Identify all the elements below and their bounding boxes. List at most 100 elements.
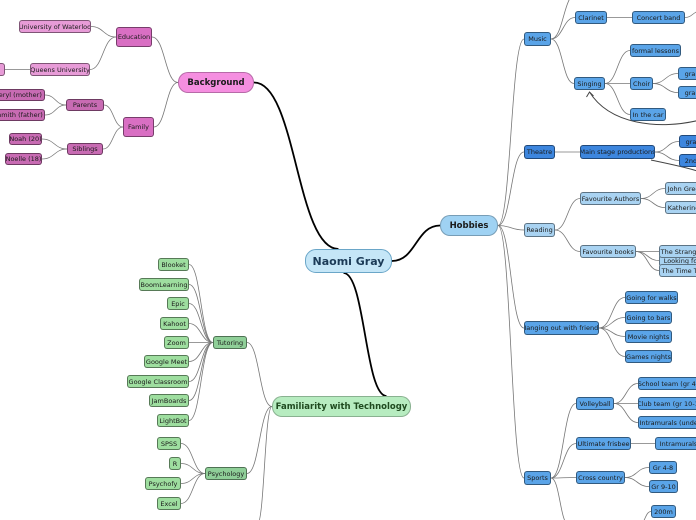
connector-topic-familiarity-with-technology [343,272,387,397]
item-choir-grade-1[interactable]: gra [678,67,696,80]
connector-item-noelle [41,148,68,160]
sport-volleyball[interactable]: Volleyball [576,397,614,410]
connector-instrument-singing [550,38,575,84]
author-1[interactable]: John Gree [665,182,696,195]
volleyball-school-team[interactable]: School team (gr 4-1 [638,377,696,390]
subtopic-siblings[interactable]: Siblings [67,143,103,155]
tool-google-classroom[interactable]: Google Classroom [127,375,189,388]
tool-epic[interactable]: Epic [167,297,189,310]
topic-familiarity-with-technology[interactable]: Familiarity with Technology [272,396,411,417]
item-concert-band[interactable]: Concert band [632,11,685,24]
connector-sport-cross-country [550,477,577,479]
connector-cross-country-gr-4-8 [624,467,650,478]
category-reading[interactable]: Reading [524,223,555,237]
item-choir[interactable]: Choir [630,77,653,90]
frisbee-intramurals[interactable]: Intramurals [655,437,696,450]
item-queens-university[interactable]: Queens University [30,63,90,76]
tool-blooket[interactable]: Blooket [158,258,189,271]
item-noah[interactable]: Noah (20) [9,133,42,145]
connector-item-choir-grade-1 [652,73,679,84]
connector-item-main-stage-2nd [654,151,680,161]
connector-item-favourite-authors [554,198,581,231]
connector-tool-google-classroom [188,342,214,382]
tool-spss[interactable]: SPSS [157,437,181,450]
connector-subtopic-tutoring [246,342,273,407]
sport-ultimate-frisbee[interactable]: Ultimate frisbee [576,437,631,450]
topic-hobbies[interactable]: Hobbies [440,215,498,236]
tool-zoom[interactable]: Zoom [164,336,189,349]
volleyball-intramurals[interactable]: Intramurals (under [638,416,696,429]
item-choir-grade-2[interactable]: gra [678,86,696,99]
item-cheryl-mother[interactable]: Cheryl (mother) [0,89,45,101]
author-2[interactable]: Katherine [665,201,696,214]
connector-sport-ultimate-frisbee [550,443,577,479]
item-games-nights[interactable]: Games nights [625,350,672,363]
relationship-arrow-singing [589,91,696,126]
connector-category-reading [497,225,525,231]
sport-distance-200m[interactable]: 200m [651,505,676,518]
cross-country-gr-9-10[interactable]: Gr 9-10 [649,480,678,493]
sport-cross-country[interactable]: Cross country [576,471,625,484]
root-node[interactable]: Naomi Gray [305,249,392,273]
connector-instrument-clarinet [550,17,576,40]
connector-item-cheryl-mother [44,94,67,106]
subtopic-parents[interactable]: Parents [66,99,104,111]
tool-lightbot[interactable]: LightBot [157,414,189,427]
item-kenmith-father[interactable]: Kenmith (father) [0,109,45,121]
tool-psychofy[interactable]: Psychofy [145,477,181,490]
connector-subtopic-parents [103,104,124,128]
item-education-offscreen[interactable] [0,63,5,76]
item-movie-nights[interactable]: Movie nights [625,330,672,343]
item-formal-lessons[interactable]: formal lessons [630,44,681,57]
connector-item-games-nights [598,327,626,357]
book-3[interactable]: The Time Tr [659,264,696,277]
connector-category-theatre [497,151,525,226]
cross-country-gr-4-8[interactable]: Gr 4-8 [649,461,677,474]
connector-volleyball-school-team [613,383,639,404]
tool-google-meet[interactable]: Google Meet [144,355,189,368]
connector-subtopic-psychology [246,406,273,474]
item-in-the-car[interactable]: In the car [630,108,666,121]
category-theatre[interactable]: Theatre [524,145,555,159]
category-music[interactable]: Music [524,32,551,46]
connector-topic-background [253,81,339,250]
item-university-of-waterloo[interactable]: University of Waterloo [19,20,91,33]
volleyball-club-team[interactable]: Club team (gr 10-11 [638,397,696,410]
item-main-stage-grade[interactable]: gra [679,135,696,148]
item-noelle[interactable]: Noelle (18) [5,153,42,165]
relationship-arrowhead-singing [586,91,594,98]
item-going-to-bars[interactable]: Going to bars [625,311,672,324]
topic-background[interactable]: Background [178,72,254,93]
subtopic-family[interactable]: Family [123,117,154,137]
item-going-for-walks[interactable]: Going for walks [625,291,678,304]
tool-r[interactable]: R [169,457,181,470]
connector-item-in-the-car [604,83,631,115]
category-sports[interactable]: Sports [524,471,551,485]
instrument-clarinet[interactable]: Clarinet [575,11,607,24]
connector-tool-blooket [188,264,214,343]
connector-item-going-to-bars [598,317,626,329]
tool-boomlearning[interactable]: BoomLearning [139,278,189,291]
connector-item-choir-grade-2 [652,83,679,93]
relationship-arrow-theatre [650,159,696,172]
tool-excel[interactable]: Excel [157,497,181,510]
item-main-stage-2nd[interactable]: 2nd [679,154,696,167]
connector-category-hanging-out-with-friends [497,225,525,329]
instrument-singing[interactable]: Singing [574,77,605,90]
tool-jamboards[interactable]: JamBoards [149,394,189,407]
item-favourite-authors[interactable]: Favourite Authors [580,192,641,205]
connector-cross-country-gr-9-10 [624,477,650,487]
category-hanging-out-with-friends[interactable]: Hanging out with friends [524,321,599,335]
connector-tool-spss [180,443,206,474]
book-2[interactable]: The Strange [659,245,696,258]
tool-kahoot[interactable]: Kahoot [160,317,189,330]
item-favourite-books[interactable]: Favourite books [580,245,636,258]
item-main-stage-productions[interactable]: Main stage productions [580,145,655,159]
connector-tool-jamboards [188,342,214,401]
subtopic-tutoring[interactable]: Tutoring [213,336,247,349]
connector-tool-excel [180,473,206,504]
subtopic-education[interactable]: Education [116,27,152,47]
subtopic-psychology[interactable]: Psychology [205,467,247,480]
